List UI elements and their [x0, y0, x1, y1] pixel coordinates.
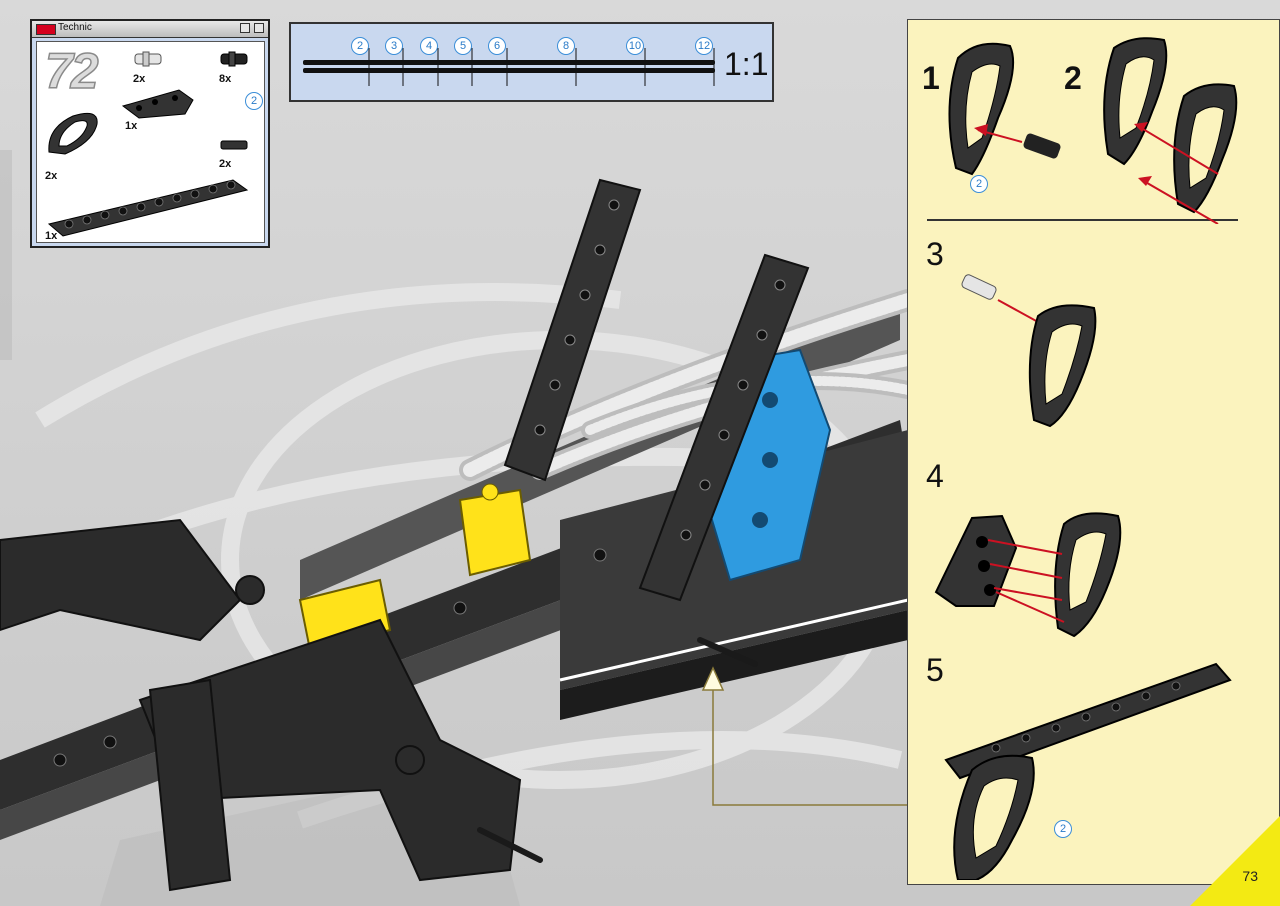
- substep-2-label: 2: [1064, 60, 1082, 96]
- ruler-mark-3: 3: [385, 37, 403, 55]
- substep-5-label: 5: [926, 652, 944, 688]
- part-qty-axle-2: 2x: [219, 158, 232, 170]
- substep-5-axle-callout: 2: [1054, 820, 1072, 838]
- ruler-mark-5: 5: [454, 37, 472, 55]
- scale-ruler: 2 3 4 5 6 8 10 12 1:1: [289, 22, 774, 102]
- ruler-mark-6: 6: [488, 37, 506, 55]
- substep-5-illustration: [944, 662, 1232, 880]
- ruler-mark-10: 10: [626, 37, 644, 55]
- substep-3-label: 3: [926, 236, 944, 272]
- sub-assembly-panel: 1 2 3 4 5 2: [907, 19, 1280, 885]
- ruler-scale: 1:1: [724, 46, 769, 82]
- lego-logo-icon: [36, 24, 56, 35]
- minimize-icon: [240, 23, 250, 33]
- substep-divider: [927, 219, 1238, 221]
- substep-3-illustration: [961, 274, 1097, 428]
- step-number: 72: [44, 43, 99, 99]
- pin-long-icon: [134, 51, 162, 67]
- part-qty-pin-long: 2x: [133, 73, 146, 85]
- substep-1-illustration: [948, 42, 1061, 176]
- ruler-mark-8: 8: [557, 37, 575, 55]
- part-qty-liftarm-triangle: 1x: [125, 120, 138, 132]
- page-number: 73: [1242, 868, 1258, 884]
- pin-short-icon: [220, 51, 248, 67]
- liftarm-curved-icon: [48, 112, 98, 155]
- parts-list-window: Technic 72 2x 8x 1x 2 2x 2x: [30, 19, 270, 248]
- substep-4-illustration: [934, 512, 1122, 638]
- page-corner-triangle: [1190, 816, 1280, 906]
- part-qty-liftarm-curved: 2x: [45, 170, 58, 182]
- ruler-mark-4: 4: [420, 37, 438, 55]
- substep-4-label: 4: [926, 458, 944, 494]
- substep-1-label: 1: [922, 60, 940, 96]
- maximize-icon: [254, 23, 264, 33]
- beam-long-icon: [47, 179, 249, 237]
- substep-1-axle-callout: 2: [970, 175, 988, 193]
- vertical-liftarms: [503, 178, 810, 602]
- part-qty-pin-short: 8x: [219, 73, 232, 85]
- parts-window-title: Technic: [58, 22, 92, 33]
- suspension-arms: [0, 518, 522, 892]
- parts-window-titlebar: Technic: [32, 21, 268, 38]
- parts-list: 72 2x 8x 1x 2 2x 2x: [36, 41, 265, 243]
- ruler-bar: [303, 48, 715, 86]
- axle-2-icon: [220, 140, 248, 150]
- ruler-mark-12: 12: [695, 37, 713, 55]
- part-qty-beam-long: 1x: [45, 230, 58, 242]
- liftarm-triangle-icon: [121, 89, 194, 119]
- substep-2-illustration: [1103, 37, 1238, 224]
- ruler-mark-2: 2: [351, 37, 369, 55]
- axles: [477, 637, 758, 863]
- axle-length-callout: 2: [245, 92, 263, 110]
- callout-arrow: [701, 666, 908, 806]
